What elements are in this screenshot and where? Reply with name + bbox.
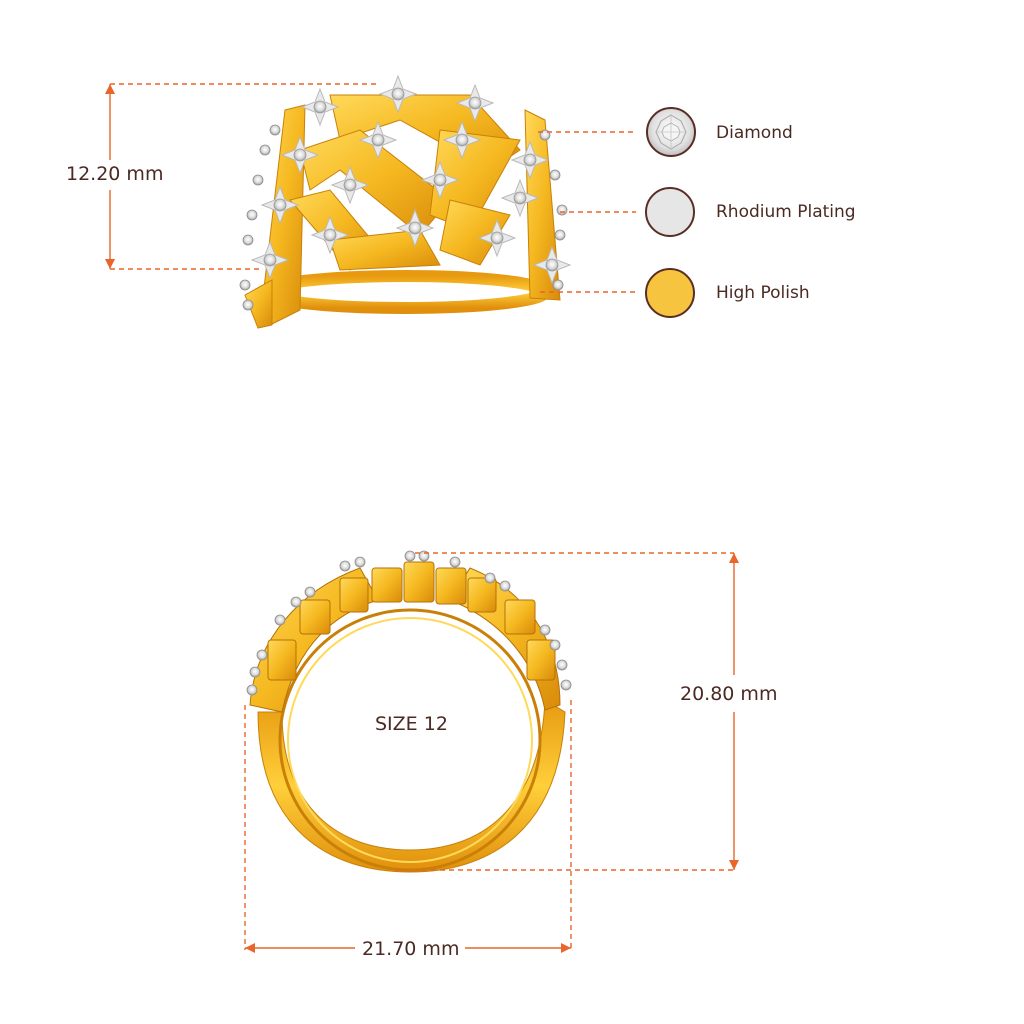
width-label: 21.70 mm: [362, 938, 460, 960]
rhodium-swatch-icon: [645, 187, 695, 237]
ring-top-view: [239, 75, 571, 329]
gold-swatch-icon: [645, 268, 695, 318]
ring-size-label: SIZE 12: [375, 713, 448, 735]
ring-side-view: [246, 550, 572, 873]
side-dimension-lines: [244, 552, 739, 953]
legend-polish-label: High Polish: [716, 283, 810, 303]
height-dimension-lines: [105, 83, 636, 293]
height-label-top: 12.20 mm: [66, 163, 164, 185]
diamond-icon: [646, 107, 696, 157]
legend-diamond-label: Diamond: [716, 123, 793, 143]
height-label-side: 20.80 mm: [680, 683, 778, 705]
legend-rhodium-label: Rhodium Plating: [716, 202, 856, 222]
